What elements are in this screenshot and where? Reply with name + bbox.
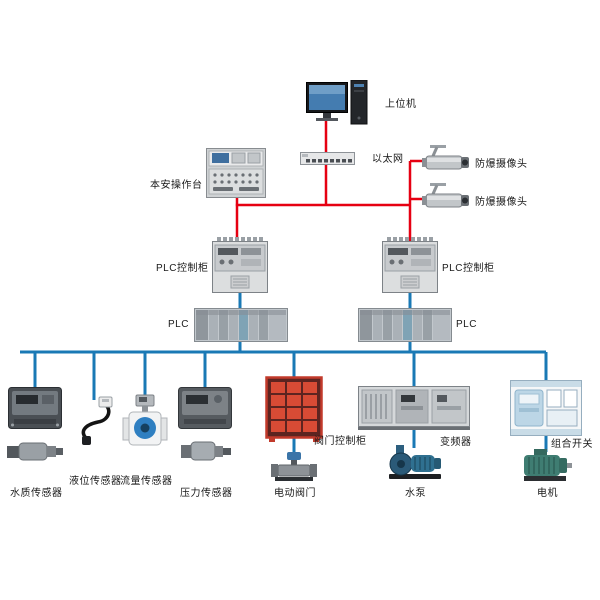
plc-cabinet-right-label: PLC控制柜 <box>442 263 495 274</box>
explosion-proof-camera-bottom-image <box>420 183 472 213</box>
water-quality-sensor-box-image <box>8 385 62 429</box>
plc-rack-right-image <box>358 308 452 342</box>
camera-top-label: 防爆摄像头 <box>475 159 528 170</box>
valve-control-cabinet-image <box>265 376 323 442</box>
ethernet-label: 以太网 <box>372 154 404 165</box>
electric-valve-label: 电动阀门 <box>274 488 316 499</box>
water-quality-probe-image <box>6 437 64 465</box>
camera-bottom-label: 防爆摄像头 <box>475 197 528 208</box>
combination-switch-label: 组合开关 <box>551 439 593 450</box>
explosion-proof-camera-top-image <box>420 145 472 175</box>
valve-control-cabinet-label: 阀门控制柜 <box>314 436 367 447</box>
ethernet-red-lines <box>235 120 424 242</box>
fieldbus-blue-lines <box>20 290 548 456</box>
water-pump-image <box>386 444 444 480</box>
plc-left-label: PLC <box>168 319 189 330</box>
host-computer-label: 上位机 <box>385 99 417 110</box>
motor-label: 电机 <box>537 488 558 499</box>
level-sensor-image <box>72 396 116 446</box>
plc-rack-left-image <box>194 308 288 342</box>
water-quality-sensor-label: 水质传感器 <box>10 488 63 499</box>
flow-sensor-image <box>122 394 168 446</box>
console-label: 本安操作台 <box>150 180 203 191</box>
plc-cabinet-left-image <box>212 237 268 293</box>
plc-right-label: PLC <box>456 319 477 330</box>
flow-sensor-label: 流量传感器 <box>120 476 173 487</box>
electric-valve-image <box>270 452 318 482</box>
water-pump-label: 水泵 <box>405 488 426 499</box>
frequency-converter-image <box>358 386 470 430</box>
motor-image <box>521 448 573 482</box>
level-sensor-label: 液位传感器 <box>69 476 122 487</box>
combination-switch-image <box>510 380 582 436</box>
console-image <box>206 148 266 198</box>
pressure-sensor-label: 压力传感器 <box>180 488 233 499</box>
plc-cabinet-right-image <box>382 237 438 293</box>
ethernet-switch-image <box>300 152 355 165</box>
plc-cabinet-left-label: PLC控制柜 <box>156 263 209 274</box>
host-computer-image <box>306 79 368 128</box>
pressure-probe-image <box>180 437 232 465</box>
pressure-sensor-box-image <box>178 385 232 429</box>
frequency-converter-label: 变频器 <box>440 437 472 448</box>
